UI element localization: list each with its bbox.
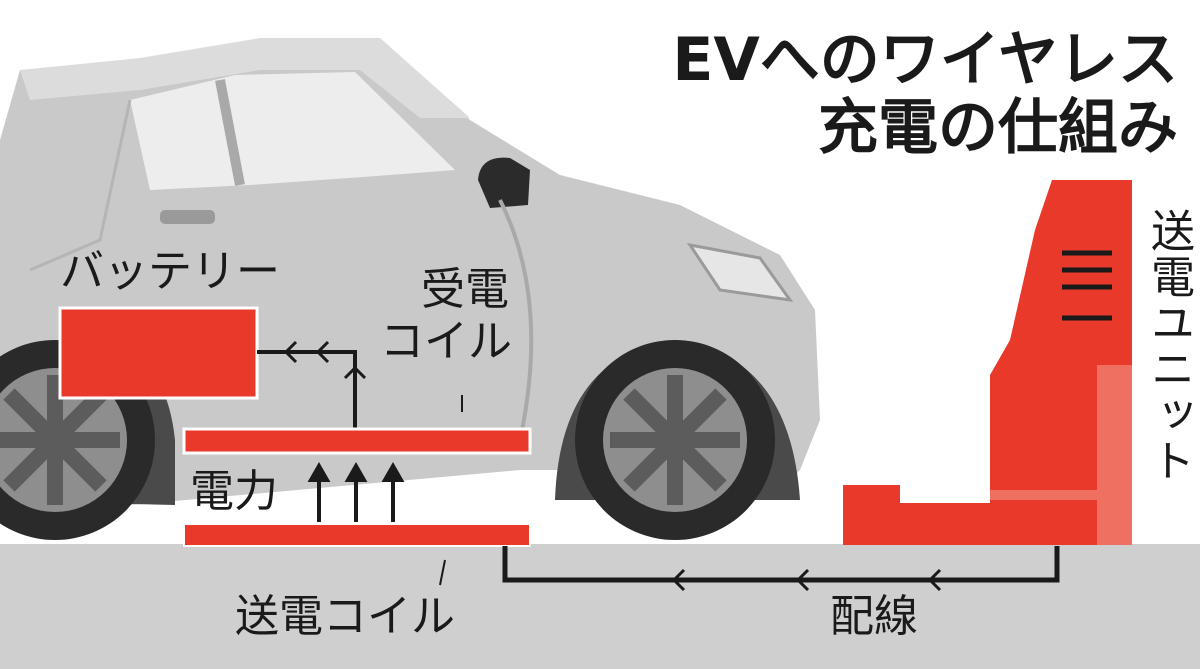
power-arrows [307, 461, 405, 522]
power-unit [843, 180, 1132, 545]
battery-connection-line [257, 350, 357, 430]
car-roof-highlight [20, 38, 470, 118]
power-unit-body [843, 180, 1132, 545]
car-door-handle [160, 210, 215, 224]
power-unit-base-panel [990, 490, 1097, 500]
power-unit-side-panel [1097, 365, 1132, 545]
battery-flow-arrows [283, 340, 367, 380]
car-door-seam [29, 99, 132, 272]
transmitting-coil [183, 523, 531, 547]
front-spokes [610, 375, 740, 505]
car-door-line [498, 199, 534, 441]
wiring-line [502, 546, 1060, 583]
transmitting-coil-pointer [439, 559, 446, 586]
receiving-coil [182, 427, 532, 455]
rear-spokes [0, 375, 120, 505]
battery-box [58, 306, 259, 400]
title-line-1: EVへのワイヤレス [672, 25, 1178, 95]
title-line-2: 充電の仕組み [818, 93, 1178, 163]
wiring-label: 配線 [830, 591, 918, 642]
car-window-pillar [215, 79, 245, 186]
receiving-coil-label-line-2: コイル [380, 316, 512, 367]
car-window [130, 72, 455, 190]
power-unit-vents [1062, 250, 1112, 321]
wiring-arrows [671, 568, 942, 592]
power-label: 電力 [190, 466, 278, 517]
transmitting-coil-label: 送電コイル [235, 591, 455, 642]
power-unit-label: 送電ユニット [1143, 208, 1194, 484]
receiving-coil-label-line-1: 受電 [421, 264, 509, 315]
battery-label: バッテリー [60, 246, 280, 297]
ground [0, 544, 1200, 669]
car-mirror [478, 157, 530, 208]
car-headlight [686, 242, 794, 302]
